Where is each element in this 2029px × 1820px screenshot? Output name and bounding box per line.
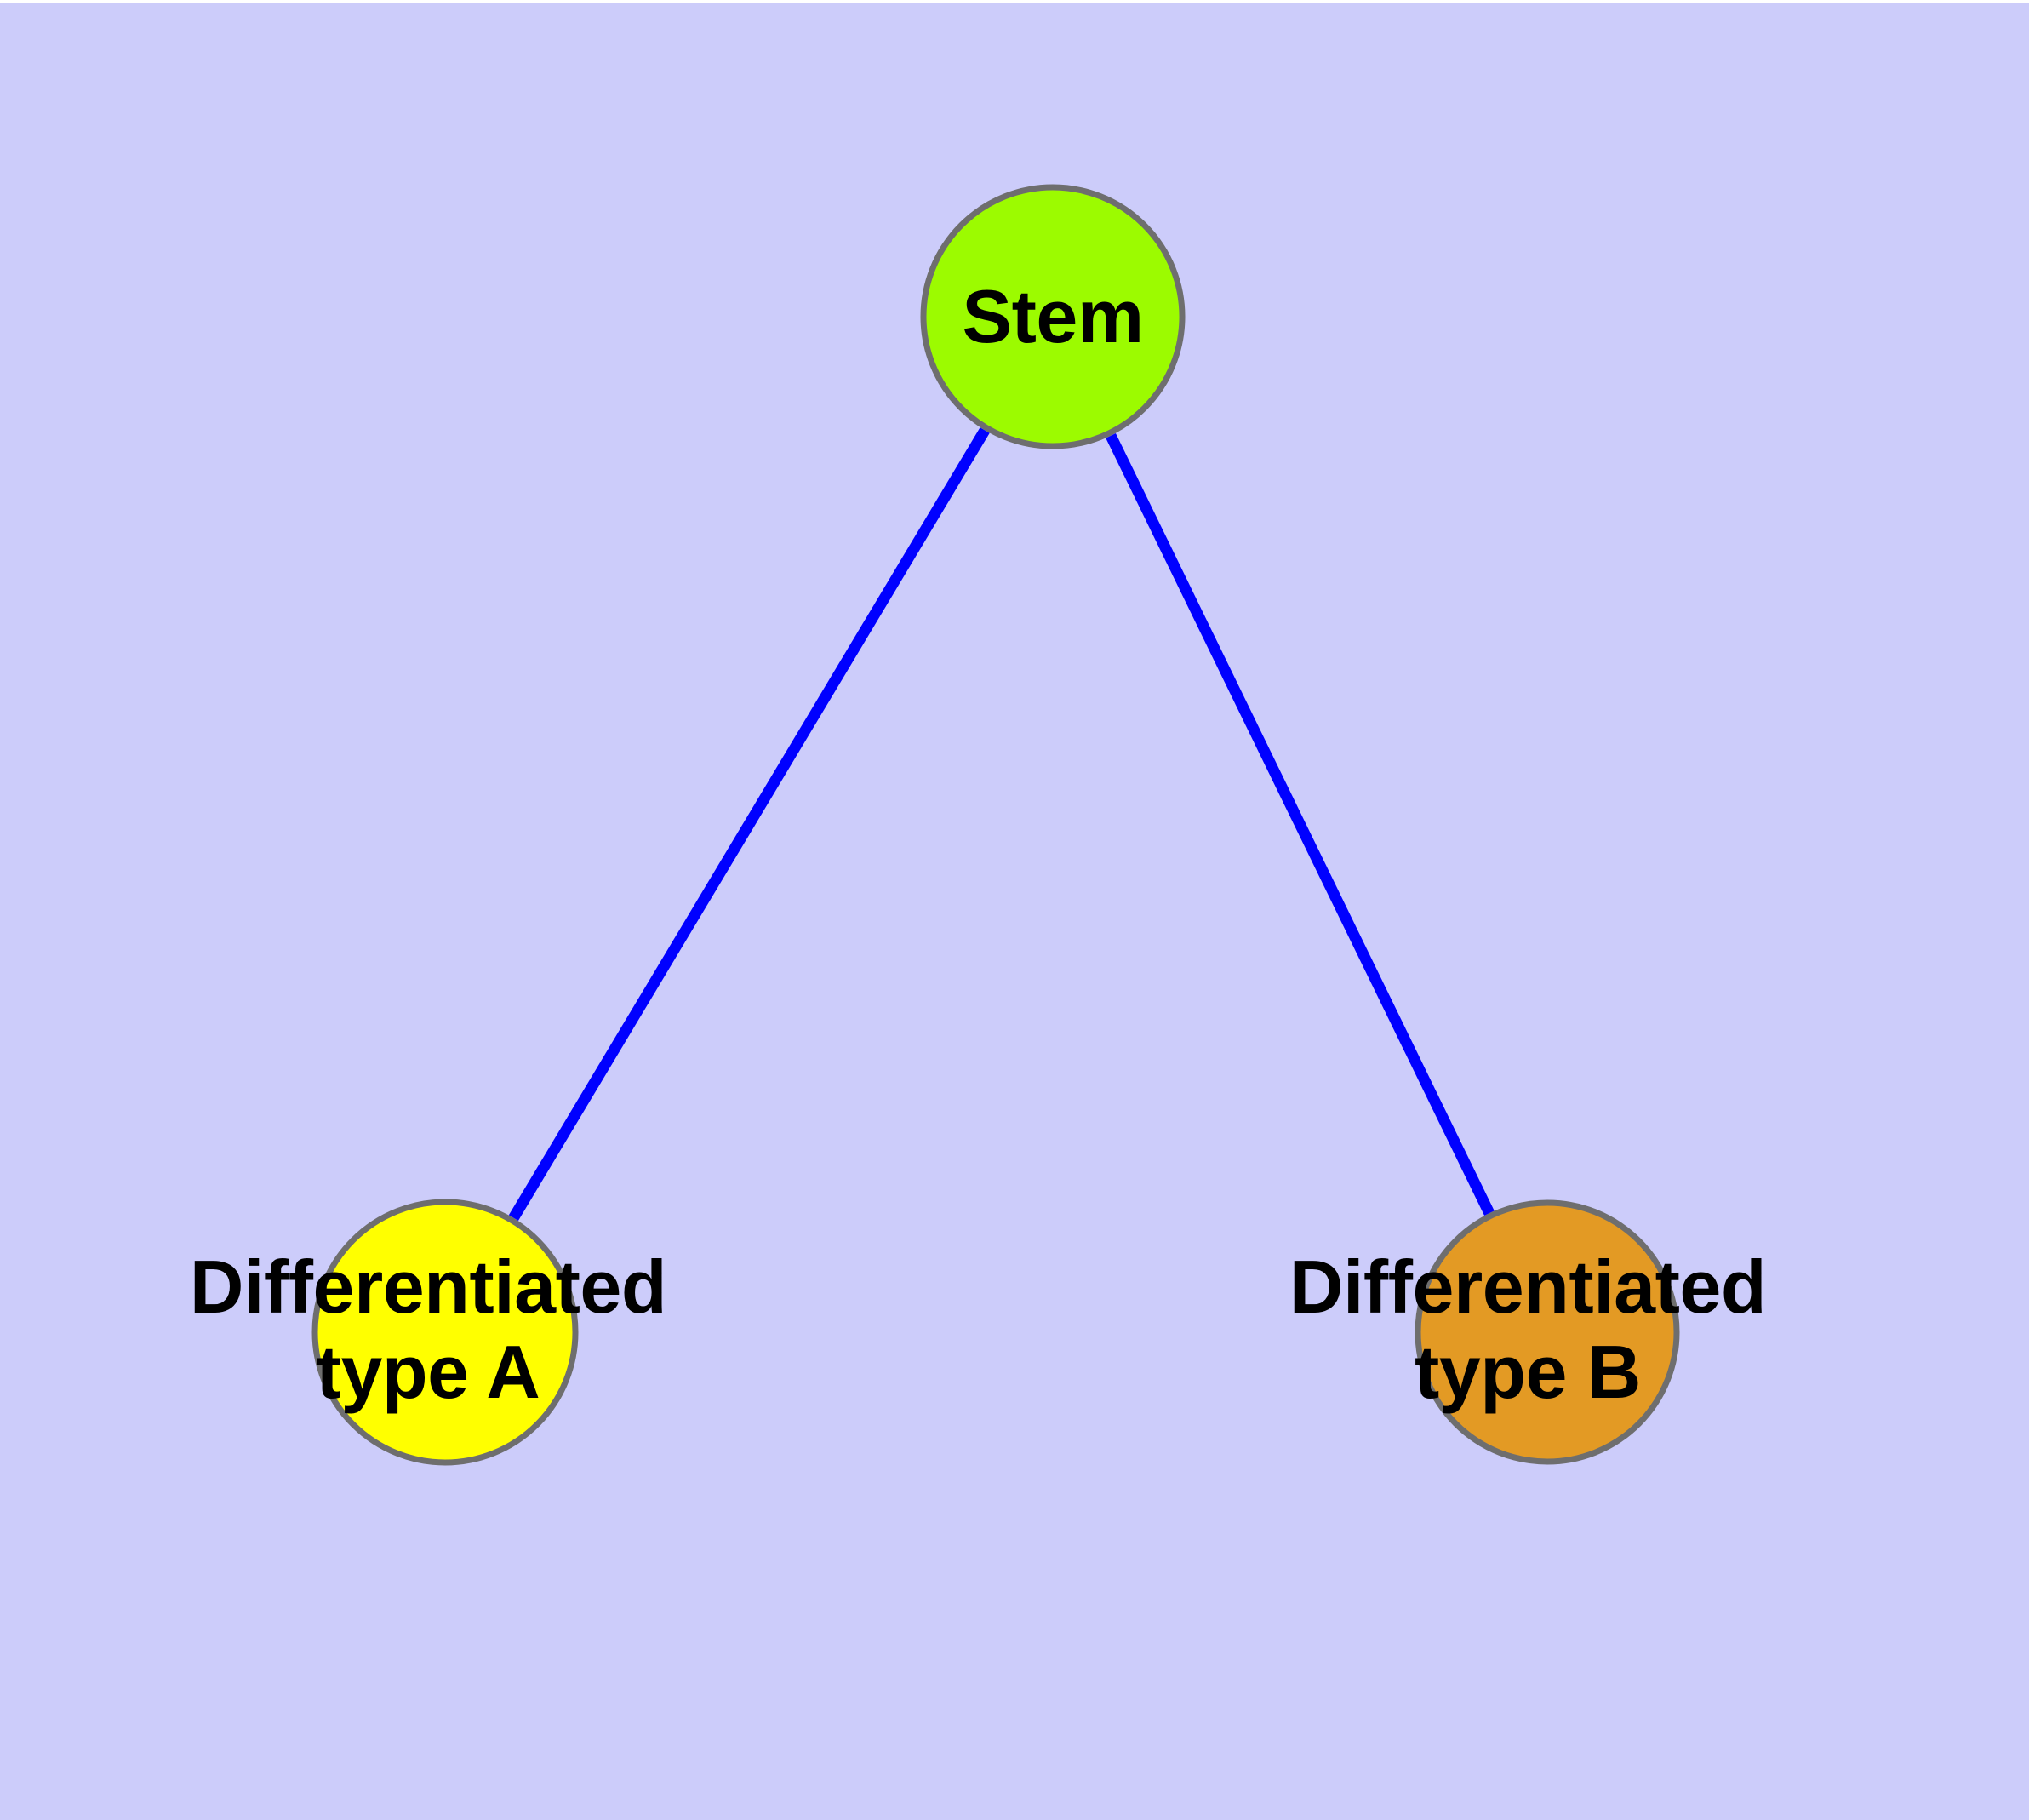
node-stem[interactable] [920,184,1186,449]
edges-layer [508,427,1495,1222]
edge-stem-diff-a [508,427,990,1222]
edge-stem-diff-b [1106,432,1495,1216]
nodes-layer [311,184,1680,1466]
node-diff-b[interactable] [1415,1199,1680,1465]
graph-svg [311,184,1680,1466]
node-diff-a[interactable] [311,1199,579,1466]
